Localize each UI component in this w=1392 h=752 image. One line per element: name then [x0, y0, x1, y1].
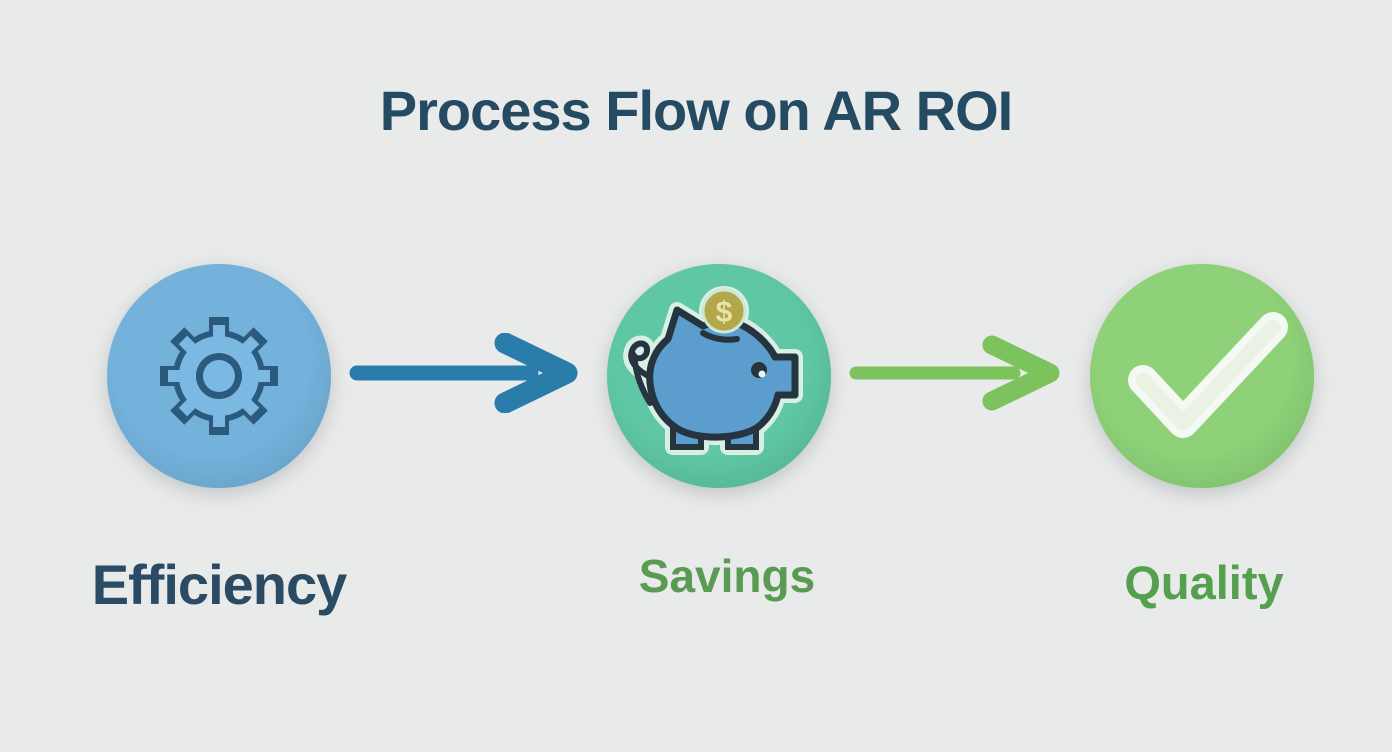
pig-tail — [628, 340, 661, 406]
page-title: Process Flow on AR ROI — [379, 79, 1013, 142]
efficiency-circle — [107, 264, 331, 488]
step-savings: $ — [606, 263, 832, 489]
piggy-bank-icon: $ — [623, 286, 803, 455]
dollar-coin-icon: $ — [701, 288, 747, 334]
arrow-efficiency-to-savings — [349, 333, 578, 413]
circle-shading — [1090, 264, 1314, 488]
step-label-efficiency: Efficiency — [91, 553, 348, 616]
coin-slot — [700, 330, 740, 343]
checkmark-icon — [1128, 312, 1288, 438]
step-label-quality: Quality — [1124, 556, 1284, 609]
savings-circle: $ — [607, 264, 831, 488]
quality-circle — [1090, 264, 1314, 488]
pig-body — [646, 306, 799, 441]
arrow-head — [494, 333, 578, 413]
gear-icon — [160, 317, 278, 435]
step-efficiency — [106, 263, 332, 489]
step-label-savings: Savings — [638, 550, 816, 602]
arrow-savings-to-quality — [849, 335, 1060, 411]
coin-dollar-symbol: $ — [716, 296, 733, 329]
step-quality — [1089, 263, 1315, 489]
arrow-head — [982, 335, 1060, 411]
